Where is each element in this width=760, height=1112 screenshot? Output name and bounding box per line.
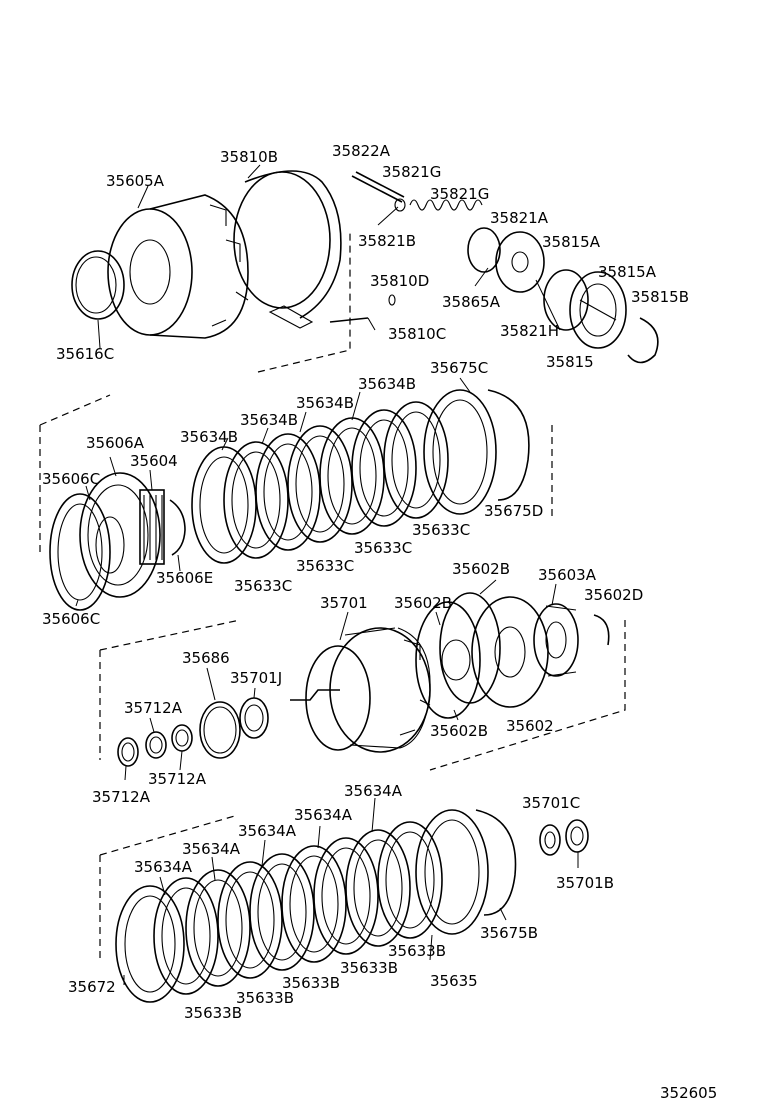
label-35606c-2: 35606C bbox=[42, 610, 100, 628]
label-35815a-1: 35815A bbox=[542, 233, 601, 251]
label-35712a-3: 35712A bbox=[92, 788, 151, 806]
label-35822a: 35822A bbox=[332, 142, 391, 160]
label-35602b-1: 35602B bbox=[452, 560, 510, 578]
label-35605a: 35605A bbox=[106, 172, 165, 190]
label-35675d: 35675D bbox=[484, 502, 543, 520]
label-35810b: 35810B bbox=[220, 148, 278, 166]
part-35701b-race bbox=[565, 819, 589, 853]
part-35605a-drum bbox=[107, 194, 249, 339]
label-35712a-1: 35712A bbox=[124, 699, 183, 717]
part-35603a-hub bbox=[533, 603, 579, 677]
label-35821h: 35821H bbox=[500, 322, 559, 340]
label-35602b-3: 35602B bbox=[430, 722, 488, 740]
label-35633c-1: 35633C bbox=[412, 521, 470, 539]
label-35675b: 35675B bbox=[480, 924, 538, 942]
label-35606c-1: 35606C bbox=[42, 470, 100, 488]
part-35810b-brake-band bbox=[233, 164, 342, 329]
label-35634b-3: 35634B bbox=[240, 411, 298, 429]
diagram-code: 352605 bbox=[660, 1084, 717, 1102]
group-brake-band-servo bbox=[71, 164, 659, 373]
label-35821g-1: 35821G bbox=[382, 163, 441, 181]
part-35672-plate bbox=[115, 885, 185, 1003]
label-35810c: 35810C bbox=[388, 325, 446, 343]
group-clutch-pack-c bbox=[39, 377, 553, 611]
label-35701: 35701 bbox=[320, 594, 368, 612]
label-35634a-2: 35634A bbox=[294, 806, 353, 824]
label-35633c-2: 35633C bbox=[354, 539, 412, 557]
label-35821b: 35821B bbox=[358, 232, 416, 250]
label-35634a-3: 35634A bbox=[238, 822, 297, 840]
part-35606c-washer bbox=[49, 493, 111, 611]
label-35634a-5: 35634A bbox=[134, 858, 193, 876]
label-35633c-4: 35633C bbox=[234, 577, 292, 595]
part-35701j-bearing bbox=[239, 697, 269, 739]
label-35675c: 35675C bbox=[430, 359, 488, 377]
label-35633b-5: 35633B bbox=[184, 1004, 242, 1022]
label-35815b: 35815B bbox=[631, 288, 689, 306]
part-35675b-snap-ring bbox=[475, 809, 517, 916]
group-clutch-pack-b bbox=[99, 797, 589, 1003]
label-35603a: 35603A bbox=[538, 566, 597, 584]
label-35604: 35604 bbox=[130, 452, 178, 470]
part-35686-snap-ring bbox=[199, 701, 241, 759]
label-35821a: 35821A bbox=[490, 209, 549, 227]
label-35606e: 35606E bbox=[156, 569, 213, 587]
label-35633b-3: 35633B bbox=[282, 974, 340, 992]
part-35815b-snap-ring bbox=[627, 317, 659, 364]
part-35606e-snap-ring bbox=[169, 499, 186, 556]
label-35634a-4: 35634A bbox=[182, 840, 241, 858]
label-35810d: 35810D bbox=[370, 272, 429, 290]
label-35701b: 35701B bbox=[556, 874, 614, 892]
label-35701c: 35701C bbox=[522, 794, 580, 812]
label-35672: 35672 bbox=[68, 978, 116, 996]
part-clutch-discs-b bbox=[153, 809, 489, 995]
label-35634b-1: 35634B bbox=[358, 375, 416, 393]
label-35635: 35635 bbox=[430, 972, 478, 990]
part-35821a-piston bbox=[467, 227, 545, 293]
label-35633c-3: 35633C bbox=[296, 557, 354, 575]
label-35815a-2: 35815A bbox=[598, 263, 657, 281]
label-35815: 35815 bbox=[546, 353, 594, 371]
label-35686: 35686 bbox=[182, 649, 230, 667]
label-35606a: 35606A bbox=[86, 434, 145, 452]
part-35821g-springs bbox=[394, 198, 483, 212]
part-35602-hub bbox=[471, 596, 549, 708]
part-35815-servo-cover bbox=[543, 269, 627, 349]
label-35634b-2: 35634B bbox=[296, 394, 354, 412]
part-35701-drum bbox=[290, 627, 431, 753]
label-35602b-2: 35602B bbox=[394, 594, 452, 612]
part-labels: 35605A 35810B 35822A 35821G 35821G 35821… bbox=[42, 142, 689, 1022]
label-35633b-2: 35633B bbox=[340, 959, 398, 977]
label-35712a-2: 35712A bbox=[148, 770, 207, 788]
part-35822a-servo-rod bbox=[351, 171, 405, 203]
group-drum-hub bbox=[99, 579, 626, 781]
part-35602b-discs bbox=[415, 592, 501, 719]
part-35602d-snap-ring bbox=[593, 614, 610, 646]
part-35810c-pin bbox=[329, 294, 396, 323]
part-35616c-washer bbox=[71, 250, 125, 320]
label-35634a-1: 35634A bbox=[344, 782, 403, 800]
part-35606a-piston bbox=[79, 472, 161, 598]
label-35602: 35602 bbox=[506, 717, 554, 735]
label-35701j: 35701J bbox=[230, 669, 282, 687]
label-35865a: 35865A bbox=[442, 293, 501, 311]
part-35712a-washers bbox=[117, 724, 193, 767]
label-35616c: 35616C bbox=[56, 345, 114, 363]
part-clutch-discs-c bbox=[191, 389, 497, 564]
label-35821g-2: 35821G bbox=[430, 185, 489, 203]
label-35633b-1: 35633B bbox=[388, 942, 446, 960]
label-35633b-4: 35633B bbox=[236, 989, 294, 1007]
label-35634b-4: 35634B bbox=[180, 428, 238, 446]
label-35602d: 35602D bbox=[584, 586, 643, 604]
part-35701c-bearing bbox=[539, 824, 561, 856]
part-35675d-snap-ring bbox=[487, 389, 530, 501]
